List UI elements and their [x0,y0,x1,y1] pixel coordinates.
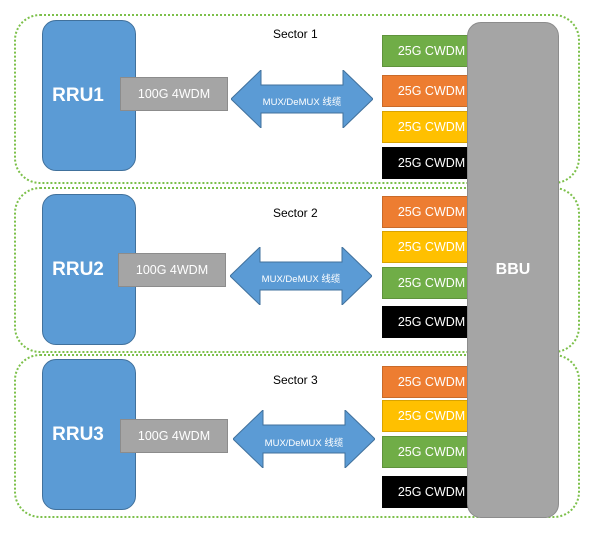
bbu-unit: BBU [467,22,559,518]
mux-demux-arrow-2 [230,247,372,305]
cwdm-3-2: 25G CWDM [382,400,481,432]
sector-1-title: Sector 1 [273,27,318,41]
arrow-shape [233,410,375,468]
cwdm-2-2: 25G CWDM [382,231,481,263]
rru-1-wdm-module: 100G 4WDM [120,77,228,111]
sector-3-box [14,354,580,518]
cwdm-1-3: 25G CWDM [382,111,481,143]
cwdm-3-4: 25G CWDM [382,476,481,508]
arrow-shape [230,247,372,305]
mux-demux-label-3: MUX/DeMUX 线缆 [264,438,344,449]
mux-demux-arrow-1 [231,70,373,128]
cwdm-2-3: 25G CWDM [382,267,481,299]
cwdm-3-1: 25G CWDM [382,366,481,398]
mux-demux-label-2: MUX/DeMUX 线缆 [261,274,341,285]
sector-2-box [14,187,580,353]
cwdm-1-4: 25G CWDM [382,147,481,179]
cwdm-3-3: 25G CWDM [382,436,481,468]
rru-2-wdm-module: 100G 4WDM [118,253,226,287]
arrow-shape [231,70,373,128]
sector-1-box [14,14,580,184]
mux-demux-arrow-3 [233,410,375,468]
cwdm-1-2: 25G CWDM [382,75,481,107]
mux-demux-label-1: MUX/DeMUX 线缆 [262,97,342,108]
cwdm-2-1: 25G CWDM [382,196,481,228]
cwdm-1-1: 25G CWDM [382,35,481,67]
sector-3-title: Sector 3 [273,373,318,387]
rru-3-wdm-module: 100G 4WDM [120,419,228,453]
cwdm-2-4: 25G CWDM [382,306,481,338]
sector-2-title: Sector 2 [273,206,318,220]
